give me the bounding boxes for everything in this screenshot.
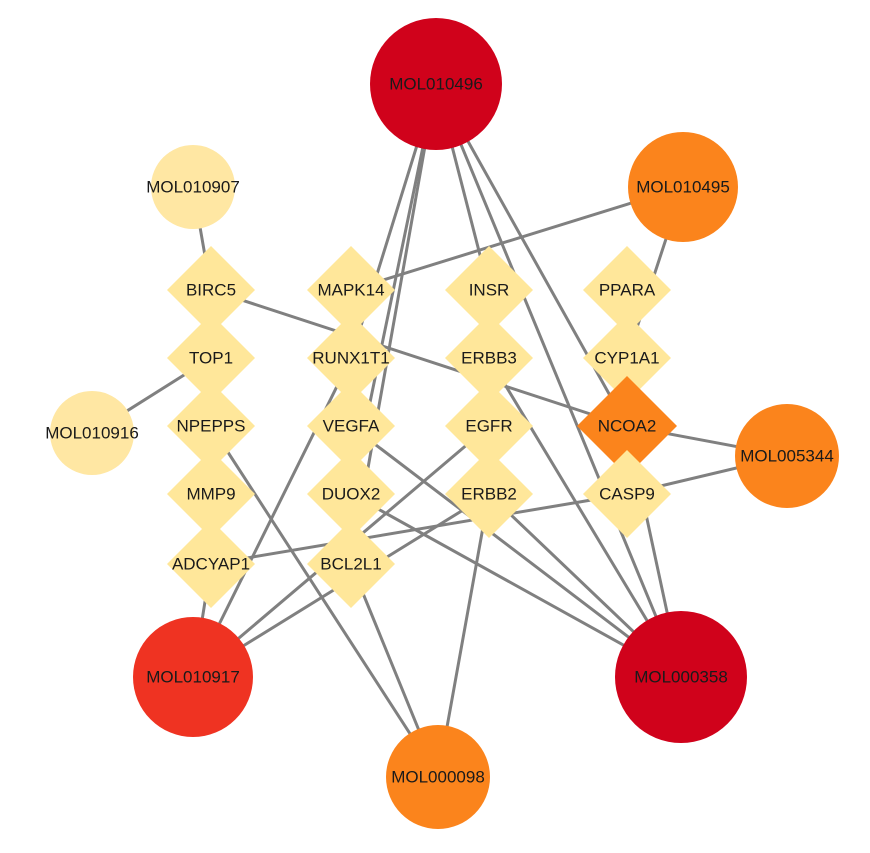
target-diamond [167, 382, 255, 470]
node-label: MOL000098 [391, 768, 485, 787]
node-label: NPEPPS [177, 417, 246, 436]
compound-circle [370, 18, 502, 150]
edge-mol000358-vegfa [349, 424, 683, 679]
compound-circle [628, 132, 738, 242]
node-label: EGFR [465, 417, 512, 436]
node-label: MMP9 [186, 485, 235, 504]
node-label: VEGFA [323, 417, 380, 436]
target-diamond [307, 382, 395, 470]
compound-circle [735, 404, 839, 508]
node-npepps[interactable]: NPEPPS [167, 382, 255, 470]
node-mapk14[interactable]: MAPK14 [307, 246, 395, 334]
compound-circle [151, 145, 235, 229]
edge-mol010496-mol000358 [434, 82, 683, 679]
node-mol010496[interactable]: MOL010496 [370, 18, 502, 150]
node-cyp1a1[interactable]: CYP1A1 [583, 314, 671, 402]
node-label: ERBB2 [461, 485, 517, 504]
node-label: RUNX1T1 [312, 349, 389, 368]
node-mmp9[interactable]: MMP9 [167, 450, 255, 538]
node-label: ERBB3 [461, 349, 517, 368]
target-diamond [445, 450, 533, 538]
edge-birc5-ncoa2 [209, 288, 629, 428]
node-mol005344[interactable]: MOL005344 [735, 404, 839, 508]
node-mol010907[interactable]: MOL010907 [146, 145, 240, 229]
node-mol000098[interactable]: MOL000098 [386, 725, 490, 829]
node-mol010917[interactable]: MOL010917 [133, 617, 253, 737]
node-birc5[interactable]: BIRC5 [167, 246, 255, 334]
node-casp9[interactable]: CASP9 [583, 450, 671, 538]
target-diamond [577, 376, 677, 476]
node-ppara[interactable]: PPARA [583, 246, 671, 334]
node-label: TOP1 [189, 349, 233, 368]
target-diamond [445, 314, 533, 402]
node-label: MOL005344 [740, 447, 834, 466]
target-diamond [307, 520, 395, 608]
node-label: MAPK14 [317, 281, 384, 300]
node-bcl2l1[interactable]: BCL2L1 [307, 520, 395, 608]
node-label: BIRC5 [186, 281, 236, 300]
node-erbb2[interactable]: ERBB2 [445, 450, 533, 538]
node-label: MOL010495 [636, 178, 730, 197]
node-label: PPARA [599, 281, 656, 300]
node-mol010916[interactable]: MOL010916 [45, 391, 139, 475]
target-diamond [307, 314, 395, 402]
target-diamond [167, 450, 255, 538]
target-diamond [583, 246, 671, 334]
compound-circle [50, 391, 134, 475]
node-label: CASP9 [599, 485, 655, 504]
node-label: BCL2L1 [320, 555, 381, 574]
node-label: CYP1A1 [594, 349, 659, 368]
node-insr[interactable]: INSR [445, 246, 533, 334]
target-diamond [445, 246, 533, 334]
target-diamond [307, 450, 395, 538]
target-diamond [167, 520, 255, 608]
node-erbb3[interactable]: ERBB3 [445, 314, 533, 402]
node-runx1t1[interactable]: RUNX1T1 [307, 314, 395, 402]
node-label: MOL010916 [45, 424, 139, 443]
node-vegfa[interactable]: VEGFA [307, 382, 395, 470]
node-label: DUOX2 [322, 485, 381, 504]
edge-adcyap1-casp9 [209, 492, 629, 566]
node-adcyap1[interactable]: ADCYAP1 [167, 520, 255, 608]
target-diamond [445, 382, 533, 470]
node-top1[interactable]: TOP1 [167, 314, 255, 402]
node-duox2[interactable]: DUOX2 [307, 450, 395, 538]
target-diamond [307, 246, 395, 334]
node-label: MOL010907 [146, 178, 240, 197]
node-label: MOL000358 [634, 668, 728, 687]
edge-mol010495-mapk14 [349, 185, 685, 292]
target-diamond [583, 450, 671, 538]
target-diamond [167, 314, 255, 402]
node-label: NCOA2 [598, 417, 657, 436]
node-mol000358[interactable]: MOL000358 [615, 611, 747, 743]
compound-circle [133, 617, 253, 737]
node-label: MOL010917 [146, 668, 240, 687]
node-egfr[interactable]: EGFR [445, 382, 533, 470]
target-diamond [167, 246, 255, 334]
node-label: ADCYAP1 [172, 555, 250, 574]
compound-circle [386, 725, 490, 829]
node-label: INSR [469, 281, 510, 300]
node-mol010495[interactable]: MOL010495 [628, 132, 738, 242]
compound-circle [615, 611, 747, 743]
target-diamond [583, 314, 671, 402]
edge-mol000098-npepps [209, 424, 440, 779]
node-ncoa2[interactable]: NCOA2 [577, 376, 677, 476]
node-label: MOL010496 [389, 75, 483, 94]
